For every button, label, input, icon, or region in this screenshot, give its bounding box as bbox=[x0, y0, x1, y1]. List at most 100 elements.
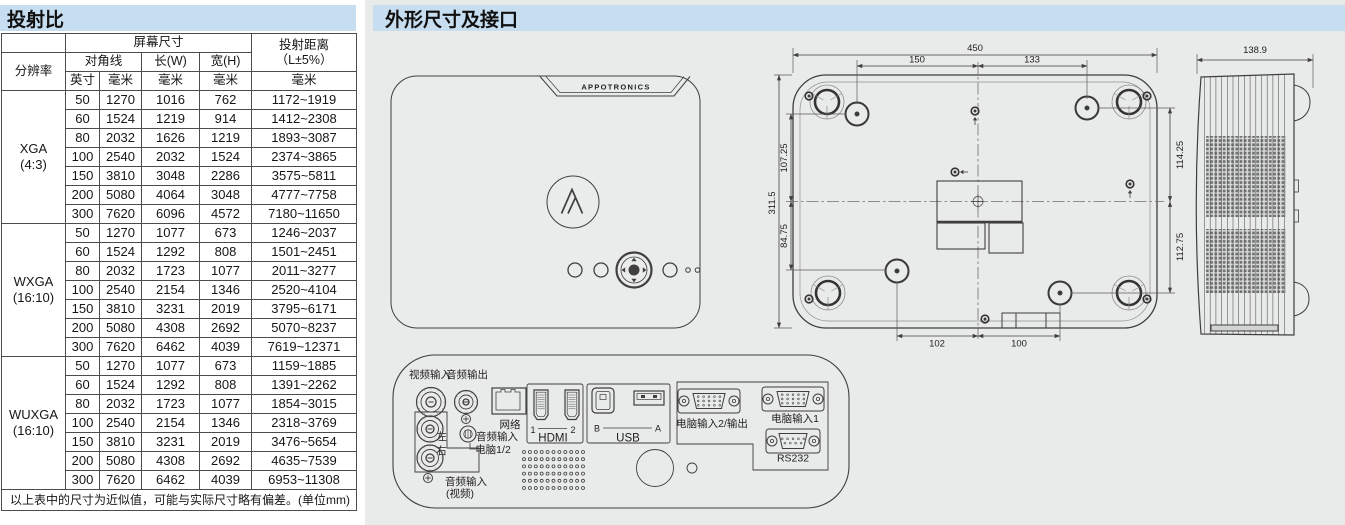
value-cell: 1270 bbox=[99, 223, 142, 243]
label-audio-in-pc2: 电脑1/2 bbox=[475, 443, 511, 456]
header-projection-distance: 投射距离 （L±5%） bbox=[251, 33, 358, 72]
value-cell: 4777~7758 bbox=[251, 185, 358, 205]
value-cell: 300 bbox=[65, 337, 100, 357]
status-led bbox=[685, 267, 691, 273]
section-title-throw-ratio: 投射比 bbox=[0, 5, 356, 31]
value-cell: 6462 bbox=[141, 337, 200, 357]
header-mm: 毫米 bbox=[99, 71, 142, 91]
dim-bottom-right: 100 bbox=[1011, 339, 1027, 350]
value-cell: 4572 bbox=[198, 204, 253, 224]
dim-bottom-left: 102 bbox=[929, 339, 945, 350]
value-cell: 7620 bbox=[99, 470, 142, 490]
value-cell: 2154 bbox=[141, 280, 200, 300]
screw-direction-arrows bbox=[960, 117, 1133, 198]
value-cell: 3048 bbox=[198, 185, 253, 205]
value-cell: 7620 bbox=[99, 337, 142, 357]
power-inlet bbox=[636, 449, 674, 487]
brand-logo-text: APPOTRONICS bbox=[581, 83, 650, 92]
bottom-view-drawing: 450 150 133 311.5 107.25 84.75 114.25 11… bbox=[767, 43, 1186, 350]
value-cell: 2011~3277 bbox=[251, 261, 358, 281]
dim-overall-width: 450 bbox=[967, 43, 983, 54]
value-cell: 4635~7539 bbox=[251, 451, 358, 471]
value-cell: 60 bbox=[65, 375, 100, 395]
table-header: 屏幕尺寸 投射距离 （L±5%） 分辨率 对角线 长(W) 宽(H) 英寸 毫米… bbox=[1, 33, 358, 91]
value-cell: 2032 bbox=[99, 394, 142, 414]
vga-port-pc-in2-out bbox=[677, 388, 741, 414]
label-usb: USB bbox=[616, 433, 640, 445]
value-cell: 5070~8237 bbox=[251, 318, 358, 338]
value-cell: 4064 bbox=[141, 185, 200, 205]
rca-and-audio-jacks bbox=[415, 386, 479, 483]
value-cell: 2032 bbox=[141, 147, 200, 167]
value-cell: 3048 bbox=[141, 166, 200, 186]
dpad-right-arrow-icon bbox=[642, 267, 647, 273]
throw-ratio-section: 投射比 屏幕尺寸 投射距离 （L±5%） 分辨率 对角线 bbox=[0, 0, 365, 525]
throw-ratio-table: 屏幕尺寸 投射距离 （L±5%） 分辨率 对角线 长(W) 宽(H) 英寸 毫米… bbox=[0, 33, 358, 512]
value-cell: 4308 bbox=[141, 318, 200, 338]
value-cell: 5080 bbox=[99, 451, 142, 471]
value-cell: 1077 bbox=[198, 394, 253, 414]
header-mm: 毫米 bbox=[251, 71, 358, 91]
dpad-center-button bbox=[628, 264, 640, 276]
io-labels: 视频输入 音频输出 网络 音频输入 电脑1/2 左 右 音频输入 (视频) 1 … bbox=[409, 368, 819, 500]
value-cell: 2540 bbox=[99, 147, 142, 167]
value-cell: 2019 bbox=[198, 432, 253, 452]
value-cell: 5080 bbox=[99, 185, 142, 205]
value-cell: 7180~11650 bbox=[251, 204, 358, 224]
dim-overall-depth: 311.5 bbox=[767, 191, 778, 214]
value-cell: 50 bbox=[65, 90, 100, 110]
value-cell: 1219 bbox=[141, 109, 200, 129]
side-lens-bump-top bbox=[1293, 84, 1311, 122]
brand-notch-inner bbox=[545, 76, 685, 93]
hdmi-ports bbox=[533, 389, 580, 421]
value-cell: 2154 bbox=[141, 413, 200, 433]
value-cell: 5080 bbox=[99, 318, 142, 338]
value-cell: 1016 bbox=[141, 90, 200, 110]
dim-mount-left: 150 bbox=[909, 55, 925, 66]
dim-lower-left: 84.75 bbox=[779, 224, 790, 248]
value-cell: 1391~2262 bbox=[251, 375, 358, 395]
label-network: 网络 bbox=[500, 418, 521, 431]
value-cell: 4039 bbox=[198, 337, 253, 357]
value-cell: 1854~3015 bbox=[251, 394, 358, 414]
label-usb-b: B bbox=[594, 424, 600, 434]
value-cell: 1077 bbox=[198, 261, 253, 281]
header-diagonal: 对角线 bbox=[65, 52, 142, 72]
value-cell: 200 bbox=[65, 451, 100, 471]
table-footnote: 以上表中的尺寸为近似值，可能与实际尺寸略有偏差。(单位mm) bbox=[0, 488, 358, 512]
control-buttons bbox=[567, 251, 701, 289]
value-cell: 1893~3087 bbox=[251, 128, 358, 148]
value-cell: 1159~1885 bbox=[251, 356, 358, 376]
value-cell: 80 bbox=[65, 128, 100, 148]
value-cell: 2540 bbox=[99, 280, 142, 300]
speaker-grill bbox=[522, 450, 585, 490]
value-cell: 80 bbox=[65, 394, 100, 414]
value-cell: 100 bbox=[65, 413, 100, 433]
source-button bbox=[593, 262, 609, 278]
usb-b-port bbox=[591, 387, 615, 414]
value-cell: 808 bbox=[198, 242, 253, 262]
value-cell: 1270 bbox=[99, 356, 142, 376]
dimensions-section: 外形尺寸及接口 APPOTRONICS bbox=[365, 0, 1345, 525]
label-usb-a: A bbox=[655, 424, 661, 434]
label-rs232: RS232 bbox=[777, 453, 809, 465]
hdmi-group bbox=[526, 383, 584, 444]
value-cell: 100 bbox=[65, 280, 100, 300]
side-view-drawing: 138.9 bbox=[1195, 45, 1314, 336]
value-cell: 1219 bbox=[198, 128, 253, 148]
resolution-group-cell: XGA(4:3) bbox=[1, 90, 66, 224]
value-cell: 80 bbox=[65, 261, 100, 281]
top-view-drawing: APPOTRONICS bbox=[390, 75, 701, 329]
io-panel-drawing: 视频输入 音频输出 网络 音频输入 电脑1/2 左 右 音频输入 (视频) 1 … bbox=[392, 354, 850, 509]
label-hdmi: HDMI bbox=[538, 433, 567, 445]
header-distance-line2: （L±5%） bbox=[275, 52, 333, 67]
value-cell: 1292 bbox=[141, 375, 200, 395]
